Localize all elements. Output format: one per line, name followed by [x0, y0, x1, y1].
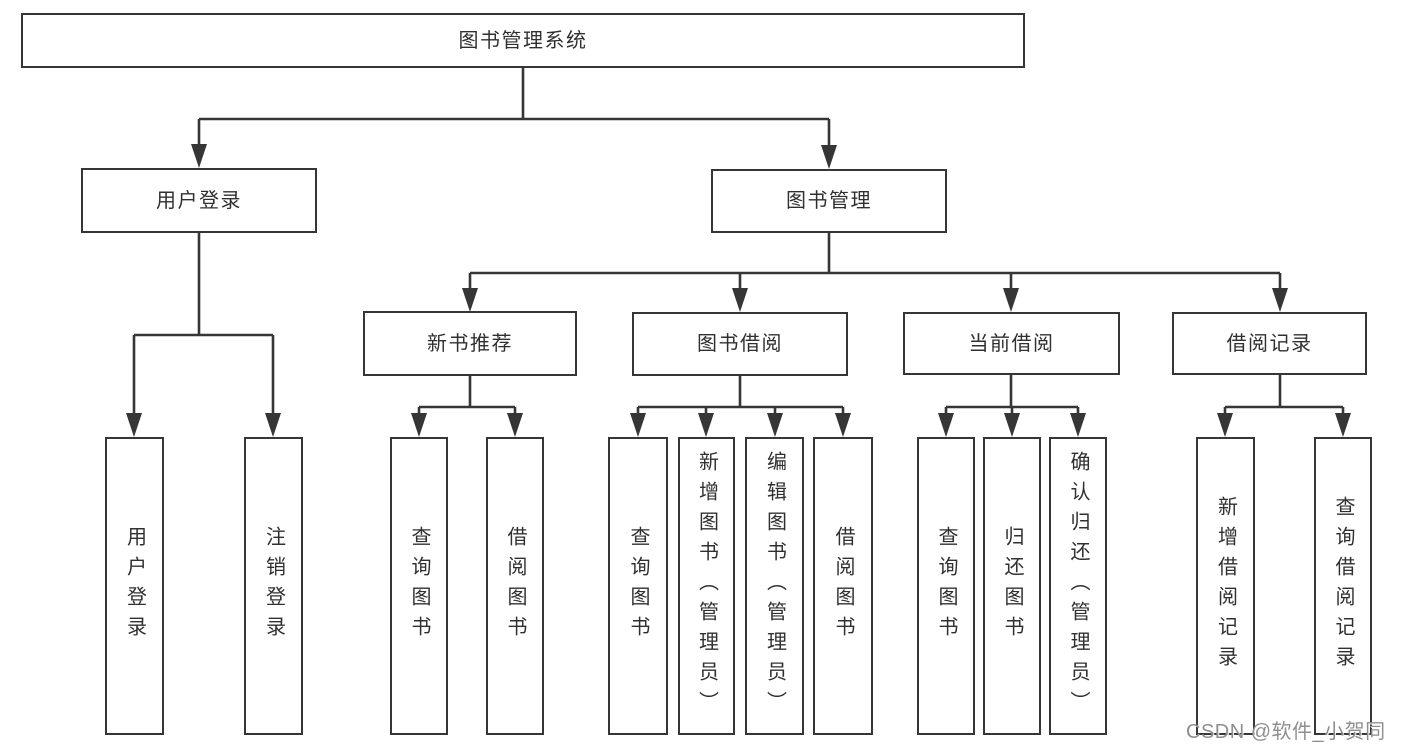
leaf-user-login: 用户登录 — [105, 437, 164, 735]
leaf-logout: 注销登录 — [244, 437, 303, 735]
leaf-edit-book-admin: 编辑图书（管理员） — [745, 437, 804, 735]
node-root-label: 图书管理系统 — [458, 29, 588, 52]
node-book-management: 图书管理 — [711, 169, 947, 233]
leaf-query-borrow-record-label: 查询借阅记录 — [1332, 496, 1354, 676]
leaf-borrow-books-label: 借阅图书 — [832, 526, 854, 646]
leaf-query-books-recommend: 查询图书 — [390, 437, 448, 735]
leaf-user-login-label: 用户登录 — [123, 526, 146, 646]
node-book-borrowing: 图书借阅 — [632, 312, 848, 376]
node-new-book-recommend: 新书推荐 — [363, 311, 577, 376]
node-borrowing-records-label: 借阅记录 — [1226, 332, 1313, 355]
node-book-management-label: 图书管理 — [786, 190, 872, 212]
node-root: 图书管理系统 — [21, 13, 1025, 68]
node-book-borrowing-label: 图书借阅 — [697, 333, 783, 355]
node-borrowing-records: 借阅记录 — [1172, 312, 1367, 375]
node-current-borrowing-label: 当前借阅 — [968, 332, 1055, 355]
leaf-query-books-borrowing: 查询图书 — [608, 437, 668, 735]
leaf-add-borrow-record-label: 新增借阅记录 — [1214, 496, 1237, 676]
leaf-query-borrow-record: 查询借阅记录 — [1314, 437, 1372, 735]
leaf-borrow-books-recommend-label: 借阅图书 — [504, 526, 526, 646]
node-current-borrowing: 当前借阅 — [903, 312, 1120, 375]
leaf-query-books-borrowing-label: 查询图书 — [627, 526, 649, 646]
leaf-borrow-books-recommend: 借阅图书 — [486, 437, 544, 735]
csdn-watermark: CSDN @软件_小贺同学 — [1186, 721, 1386, 743]
leaf-add-book-admin: 新增图书（管理员） — [678, 437, 735, 735]
leaf-logout-label: 注销登录 — [262, 526, 285, 646]
leaf-add-borrow-record: 新增借阅记录 — [1196, 437, 1255, 735]
leaf-confirm-return-admin-label: 确认归还（管理员） — [1067, 451, 1089, 721]
leaf-edit-book-admin-label: 编辑图书（管理员） — [763, 451, 786, 721]
leaf-return-book: 归还图书 — [983, 437, 1041, 735]
leaf-add-book-admin-label: 新增图书（管理员） — [695, 451, 718, 721]
leaf-borrow-books: 借阅图书 — [813, 437, 873, 735]
leaf-return-book-label: 归还图书 — [1001, 526, 1023, 646]
leaf-query-books-current: 查询图书 — [917, 437, 975, 735]
node-user-login: 用户登录 — [81, 168, 317, 233]
leaf-query-books-current-label: 查询图书 — [935, 526, 957, 646]
node-new-book-recommend-label: 新书推荐 — [427, 332, 513, 355]
leaf-query-books-recommend-label: 查询图书 — [408, 526, 430, 646]
arrowheads — [126, 144, 1351, 437]
leaf-confirm-return-admin: 确认归还（管理员） — [1049, 437, 1107, 735]
node-user-login-label: 用户登录 — [156, 189, 242, 212]
